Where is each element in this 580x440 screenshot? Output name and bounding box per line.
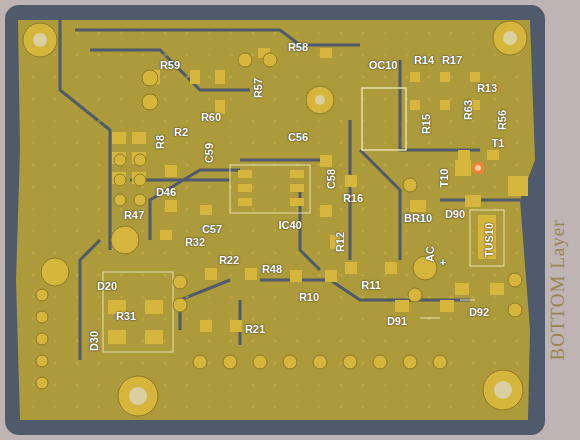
pad <box>173 275 187 289</box>
pad <box>253 355 267 369</box>
pad <box>433 355 447 369</box>
pad <box>36 355 48 367</box>
silkscreen-label: C59 <box>204 143 215 163</box>
silkscreen-label: R63 <box>463 100 474 120</box>
pad <box>114 194 126 206</box>
silkscreen-label: IC40 <box>278 220 301 231</box>
silkscreen-label: R60 <box>201 112 221 123</box>
pad <box>508 273 522 287</box>
pad <box>114 174 126 186</box>
silkscreen-label: R56 <box>497 110 508 130</box>
pad <box>36 311 48 323</box>
pad <box>223 355 237 369</box>
pad <box>142 94 158 110</box>
pad <box>238 53 252 67</box>
pad <box>36 377 48 389</box>
pad <box>36 289 48 301</box>
silkscreen-label: R8 <box>155 135 166 149</box>
pad <box>263 53 277 67</box>
hole-bores <box>33 31 517 405</box>
silkscreen-label: D91 <box>387 316 407 327</box>
layer-title: BOTTOM Layer <box>548 220 567 361</box>
silkscreen-outlines <box>103 165 504 352</box>
pad <box>134 154 146 166</box>
silkscreen-label: BR10 <box>404 213 432 224</box>
silkscreen-label: R15 <box>421 114 432 134</box>
silkscreen-label: R11 <box>361 280 381 291</box>
silkscreen-label: D20 <box>97 281 117 292</box>
copper-pour <box>16 20 535 420</box>
pad <box>142 70 158 86</box>
silkscreen-label: D30 <box>89 331 100 351</box>
pad <box>373 355 387 369</box>
highlight-dot <box>475 165 481 171</box>
silkscreen-label: R16 <box>343 193 363 204</box>
board-substrate <box>5 5 545 435</box>
silkscreen-label: R48 <box>262 264 282 275</box>
pad <box>403 178 417 192</box>
pad <box>173 298 187 312</box>
smd-pads <box>108 48 528 344</box>
silkscreen-label: R57 <box>253 78 264 98</box>
silkscreen-label: AC <box>425 246 436 262</box>
pad <box>114 154 126 166</box>
pad <box>283 355 297 369</box>
pad <box>36 333 48 345</box>
silkscreen-label: R14 <box>414 55 434 66</box>
highlight-dot <box>472 162 484 174</box>
through-hole-pads <box>36 53 522 389</box>
silkscreen-label: R32 <box>185 237 205 248</box>
silkscreen-label: C57 <box>202 224 222 235</box>
silkscreen-label: R47 <box>124 210 144 221</box>
pad <box>134 174 146 186</box>
silkscreen-label: R13 <box>477 83 497 94</box>
mounting-holes <box>23 21 527 416</box>
pad <box>313 355 327 369</box>
silkscreen-label: R21 <box>245 324 265 335</box>
silkscreen-label: OC10 <box>369 60 398 71</box>
silkscreen-label: + <box>440 257 446 268</box>
silkscreen-label: TUS10 <box>484 223 495 257</box>
silkscreen-label: D46 <box>156 187 176 198</box>
silkscreen-label: R59 <box>160 60 180 71</box>
pad <box>193 355 207 369</box>
silkscreen-label: R22 <box>219 255 239 266</box>
silkscreen-label: R10 <box>299 292 319 303</box>
silkscreen-label: T1 <box>492 138 505 149</box>
silkscreen-label: R2 <box>174 127 188 138</box>
silkscreen-label: C58 <box>326 169 337 189</box>
pad <box>508 303 522 317</box>
silkscreen-label: R12 <box>335 232 346 252</box>
silkscreen-label: D90 <box>445 209 465 220</box>
pad <box>403 355 417 369</box>
pad <box>408 288 422 302</box>
silkscreen-label: C56 <box>288 132 308 143</box>
silkscreen-label: R17 <box>442 55 462 66</box>
pad <box>134 194 146 206</box>
silkscreen-label: T10 <box>439 169 450 188</box>
silkscreen-label: R58 <box>288 42 308 53</box>
silkscreen-label: R31 <box>116 311 136 322</box>
silkscreen-label: D92 <box>469 307 489 318</box>
pad <box>343 355 357 369</box>
